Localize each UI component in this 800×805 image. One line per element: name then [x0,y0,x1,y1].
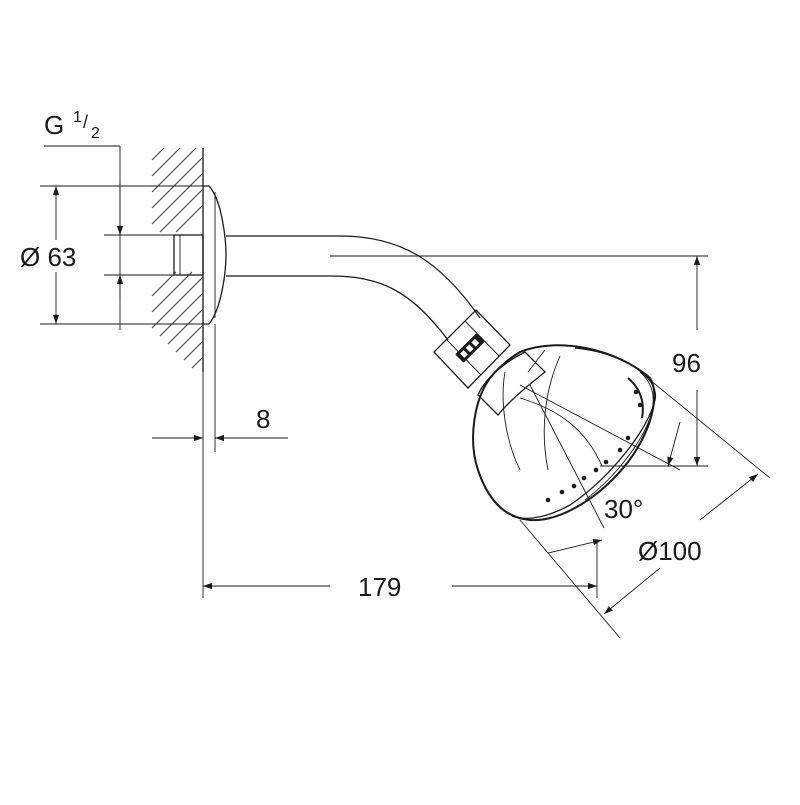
dim-head-diameter: Ø100 [519,379,771,639]
shower-arm [226,235,481,341]
head-diameter-label: Ø100 [638,536,702,566]
wall [151,147,204,372]
wall-offset-label: 8 [256,404,270,434]
projection-label: 179 [358,572,401,602]
grohe-logo [455,333,485,363]
tilt-angle-label: 30° [604,494,643,524]
flange [203,185,227,325]
dim-flange-diameter: Ø 63 [20,185,203,325]
dim-projection: 179 [202,372,598,602]
angle-construction [519,384,690,529]
shower-head [472,344,656,522]
wall-connector [173,234,204,276]
head-drop-label: 96 [672,348,701,378]
thread-denominator: 2 [91,125,100,142]
dim-thread: G 1 / 2 [44,109,174,330]
flange-diameter-label: Ø 63 [20,242,76,272]
dim-wall-offset: 8 [152,324,288,452]
thread-slash: / [83,112,88,132]
spray-face [545,389,643,503]
thread-numerator: 1 [73,109,82,126]
ball-joint [477,351,546,416]
thread-g: G [44,110,64,140]
dim-tilt-angle: 30° [547,421,681,554]
dim-head-drop: 96 [330,255,708,467]
wall-hatching [151,147,204,369]
